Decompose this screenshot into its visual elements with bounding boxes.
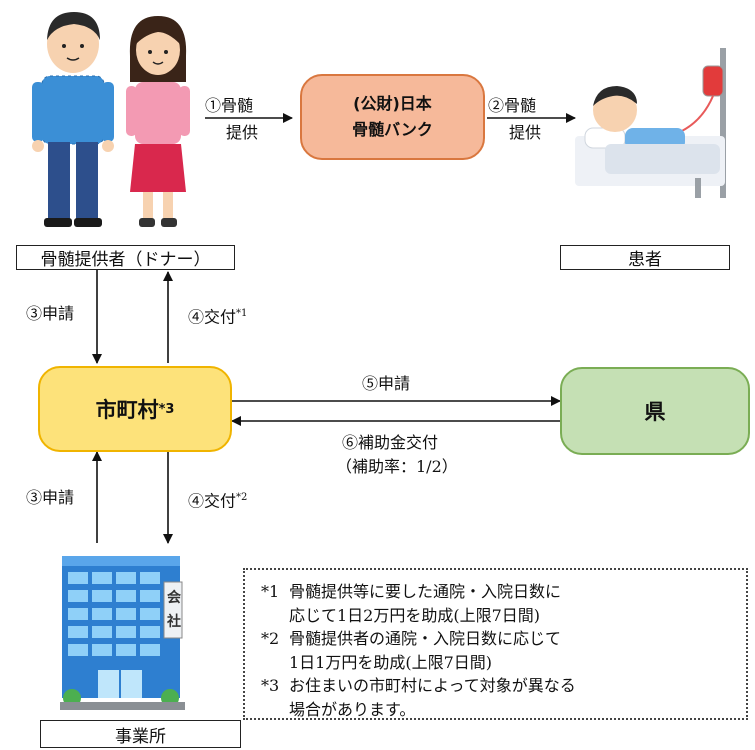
man-figure bbox=[32, 12, 114, 227]
apply-donor-label: ③申請 bbox=[26, 304, 75, 323]
company-building-illustration bbox=[60, 556, 185, 710]
note-1-mark: *1 bbox=[261, 582, 280, 601]
grant-donor-label: ④交付*1 bbox=[188, 307, 248, 327]
grant-company-label: ④交付*2 bbox=[188, 491, 248, 511]
note-2-mark: *2 bbox=[261, 629, 280, 648]
bank-name-line2: 骨髄バンク bbox=[352, 120, 433, 139]
note-1-line2: 応じて1日2万円を助成(上限7日間) bbox=[289, 605, 541, 625]
step2-label-a: ②骨髄 bbox=[488, 96, 537, 115]
bone-marrow-bank-node: (公財)日本 骨髄バンク bbox=[300, 74, 485, 160]
prefecture-node: 県 bbox=[560, 367, 750, 455]
note-3: *3 お住まいの市町村によって対象が異なる 場合があります。 bbox=[261, 674, 734, 721]
apply-company-label: ③申請 bbox=[26, 488, 75, 507]
municipality-mark: *3 bbox=[158, 401, 175, 417]
step2-label-b: 提供 bbox=[509, 123, 542, 142]
subsidy-label: ⑥補助金交付 bbox=[342, 433, 439, 452]
note-3-mark: *3 bbox=[261, 676, 280, 695]
note-2-line1: 骨髄提供者の通院・入院日数に応じて bbox=[289, 629, 562, 648]
donor-illustration bbox=[32, 12, 190, 227]
note-1: *1 骨髄提供等に要した通院・入院日数に 応じて1日2万円を助成(上限7日間) bbox=[261, 580, 734, 627]
note-1-line1: 骨髄提供等に要した通院・入院日数に bbox=[289, 582, 562, 601]
note-2: *2 骨髄提供者の通院・入院日数に応じて 1日1万円を助成(上限7日間) bbox=[261, 627, 734, 674]
woman-figure bbox=[126, 16, 190, 227]
apply-pref-label: ⑤申請 bbox=[362, 374, 411, 393]
note-3-line2: 場合があります。 bbox=[289, 699, 416, 719]
municipality-node: 市町村*3 bbox=[38, 366, 232, 452]
subsidy-rate-label: （補助率：1/2） bbox=[336, 457, 458, 476]
donor-label: 骨髄提供者（ドナー） bbox=[16, 245, 235, 270]
patient-label: 患者 bbox=[560, 245, 730, 270]
grant-company-mark: *2 bbox=[236, 492, 248, 503]
municipality-label: 市町村 bbox=[95, 398, 159, 422]
note-2-line2: 1日1万円を助成(上限7日間) bbox=[289, 652, 493, 672]
grant-donor-mark: *1 bbox=[236, 308, 248, 319]
bank-name-line1: (公財)日本 bbox=[353, 94, 432, 113]
prefecture-label: 県 bbox=[644, 400, 666, 424]
company-label: 事業所 bbox=[40, 720, 241, 748]
note-3-line1: お住まいの市町村によって対象が異なる bbox=[289, 676, 576, 695]
step1-label-b: 提供 bbox=[226, 123, 259, 142]
patient-illustration bbox=[575, 48, 726, 198]
company-sign: 会 社 bbox=[167, 590, 181, 630]
notes-box: *1 骨髄提供等に要した通院・入院日数に 応じて1日2万円を助成(上限7日間) … bbox=[243, 568, 748, 720]
step1-label-a: ①骨髄 bbox=[205, 96, 254, 115]
